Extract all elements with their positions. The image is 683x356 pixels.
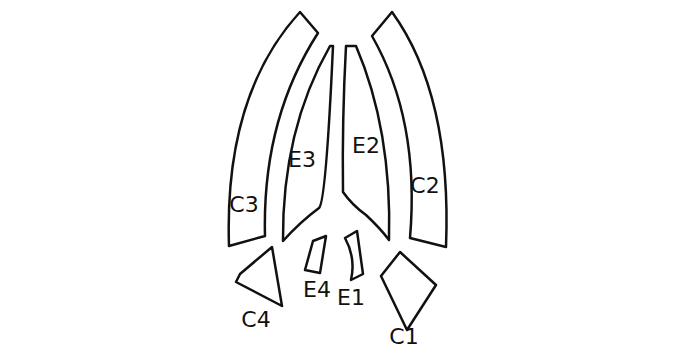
part-label: C1 [389,326,418,348]
part-label: C2 [410,175,439,197]
outline-shape [278,42,336,244]
part-label: C4 [241,309,270,331]
part-label: C3 [229,194,258,216]
c-band: C2 [368,8,450,252]
part-outline [372,12,447,247]
outline-shape [368,8,450,252]
part-outline [305,236,326,273]
e-band: E3 [278,42,336,244]
part-label: E3 [288,149,316,171]
part-outline [283,46,333,241]
e-piece: E4 [300,232,332,304]
e-band: E2 [338,42,392,244]
part-outline [381,252,436,330]
part-label: E4 [303,279,331,301]
c-piece: C1 [376,248,442,352]
e-piece: E1 [338,228,370,310]
part-outline [236,247,282,306]
part-outline [345,231,363,280]
part-outline [343,46,389,240]
c-piece: C4 [230,244,288,336]
part-label: E1 [337,287,365,309]
part-label: E2 [352,135,380,157]
